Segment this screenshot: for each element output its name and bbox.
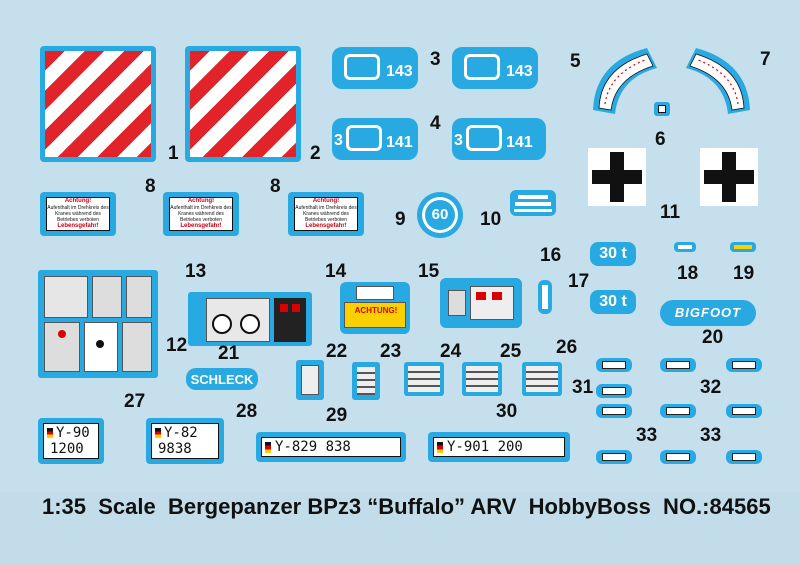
- label-27: 27: [124, 391, 146, 412]
- label-12: 12: [166, 335, 188, 356]
- label-26: 26: [556, 337, 578, 358]
- label-8-right: 8: [270, 176, 281, 197]
- license-plate-29: Y-829 838: [256, 432, 406, 462]
- label-8-left: 8: [145, 176, 156, 197]
- label-28: 28: [236, 401, 258, 422]
- label-3: 3: [430, 49, 441, 70]
- label-22: 22: [326, 341, 348, 362]
- instrument-panel-12: [38, 270, 158, 378]
- license-plate-30: Y-901 200: [428, 432, 570, 462]
- bigfoot-script: BIGFOOT: [660, 300, 756, 326]
- label-33-left: 33: [636, 425, 658, 446]
- small-label-33a: [596, 450, 632, 464]
- label-10: 10: [480, 209, 502, 230]
- label-9: 9: [395, 209, 406, 230]
- label-1: 1: [168, 143, 179, 164]
- load-class-141-right: 3 141: [452, 118, 546, 160]
- speed-limit-sign: 60: [417, 192, 463, 238]
- small-label-31b: [596, 384, 632, 398]
- label-18: 18: [677, 263, 699, 284]
- small-label-32d: [726, 404, 762, 418]
- label-33-right: 33: [700, 425, 722, 446]
- label-15: 15: [418, 261, 440, 282]
- label-21: 21: [218, 343, 240, 364]
- label-7: 7: [760, 49, 771, 70]
- crane-warning-sign-3: Achtung!Aufenthalt im Drehkreis des Kran…: [288, 192, 364, 236]
- decal-22: [296, 360, 324, 400]
- label-17: 17: [568, 271, 590, 292]
- control-box-15: [440, 278, 522, 328]
- gauge-arc-7: [686, 48, 750, 114]
- load-class-141-left: 3 141: [332, 118, 418, 160]
- striped-panel-2: [185, 46, 301, 162]
- decal-26: [522, 362, 562, 396]
- load-class-143-right: 143: [452, 47, 538, 89]
- small-label-32c: [660, 404, 696, 418]
- label-29: 29: [326, 405, 348, 426]
- small-decal-16: [538, 280, 552, 314]
- label-20: 20: [702, 327, 724, 348]
- striped-panel-1: [40, 46, 156, 162]
- iron-cross-left: [588, 148, 646, 206]
- label-23: 23: [380, 341, 402, 362]
- gauge-panel-13: [188, 292, 312, 346]
- achtung-sign-14: ACHTUNG!: [340, 282, 410, 334]
- license-plate-27: Y-90 1200: [38, 418, 104, 464]
- decal-25: [462, 362, 502, 396]
- label-25: 25: [500, 341, 522, 362]
- load-class-143-left: 143: [332, 47, 418, 89]
- decal-24: [404, 362, 444, 396]
- iron-cross-right: [700, 148, 758, 206]
- label-19: 19: [733, 263, 755, 284]
- footer-band: [0, 492, 800, 565]
- license-plate-28: Y-82 9838: [146, 418, 224, 464]
- decal-23: [352, 362, 380, 400]
- small-label-32a: [660, 358, 696, 372]
- small-decal-19: [730, 242, 756, 252]
- small-decal-10: [510, 190, 556, 216]
- small-decal-6: [654, 102, 670, 116]
- small-label-31c: [596, 404, 632, 418]
- gauge-arc-5: [593, 48, 657, 114]
- label-16: 16: [540, 245, 562, 266]
- crane-warning-sign-2: Achtung!Aufenthalt im Drehkreis des Kran…: [163, 192, 239, 236]
- label-32: 32: [700, 377, 722, 398]
- label-6: 6: [655, 129, 666, 150]
- schleck-name: SCHLECK: [186, 368, 258, 390]
- label-30: 30: [496, 401, 518, 422]
- small-label-31a: [596, 358, 632, 372]
- tonnage-30t-top: 30 t: [590, 242, 636, 266]
- label-11: 11: [660, 202, 681, 223]
- crane-warning-sign-1: Achtung!Aufenthalt im Drehkreis des Kran…: [40, 192, 116, 236]
- label-2: 2: [310, 143, 321, 164]
- small-label-33c: [726, 450, 762, 464]
- label-14: 14: [325, 261, 347, 282]
- label-4: 4: [430, 113, 441, 134]
- small-label-33b: [660, 450, 696, 464]
- small-decal-18: [674, 242, 696, 252]
- small-label-32b: [726, 358, 762, 372]
- label-31: 31: [572, 377, 594, 398]
- label-13: 13: [185, 261, 207, 282]
- tonnage-30t-bottom: 30 t: [590, 290, 636, 314]
- label-5: 5: [570, 51, 581, 72]
- label-24: 24: [440, 341, 462, 362]
- sheet-caption: 1:35 Scale Bergepanzer BPz3 “Buffalo” AR…: [42, 494, 771, 519]
